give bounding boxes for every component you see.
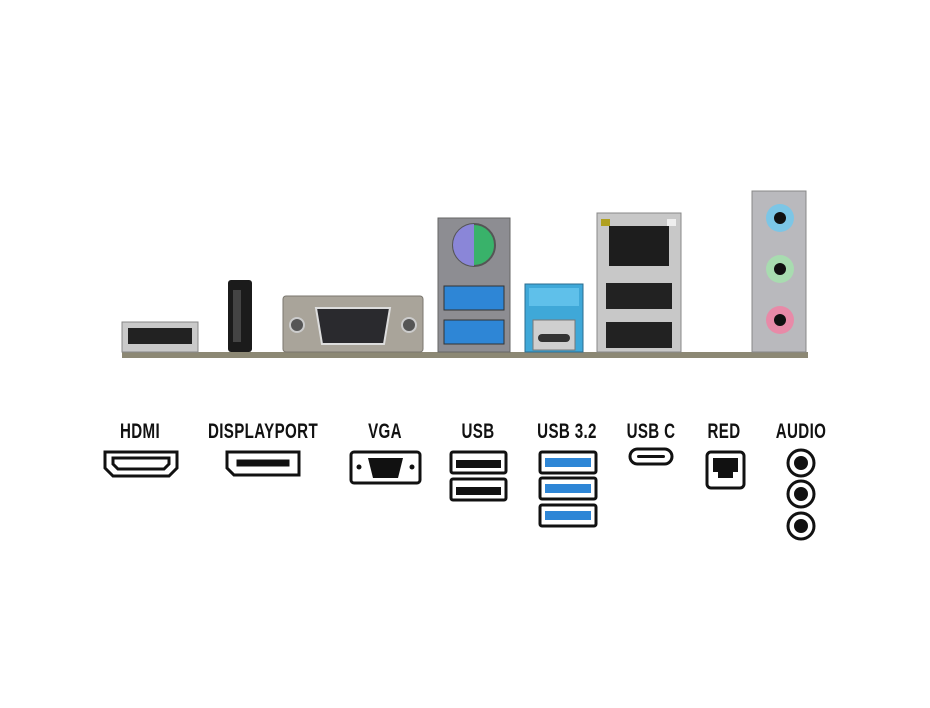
ethernet-icon: [705, 450, 746, 490]
usb32-usbc-stack: [524, 283, 584, 353]
label-hdmi: HDMI: [119, 420, 161, 443]
audio-jacks: [751, 190, 807, 353]
label-usb32: USB 3.2: [537, 420, 597, 443]
hdmi-port: [228, 280, 252, 352]
label-usbc: USB C: [626, 420, 676, 443]
vga-icon: [349, 450, 422, 485]
displayport-port: [121, 321, 199, 353]
label-vga: VGA: [368, 420, 402, 443]
vga-port: [282, 295, 424, 353]
usbc-icon: [628, 447, 674, 466]
hdmi-icon: [103, 450, 179, 478]
displayport-icon: [225, 450, 301, 477]
label-audio: AUDIO: [775, 420, 827, 443]
label-red: RED: [707, 420, 741, 443]
label-displayport: DISPLAYPORT: [207, 420, 319, 443]
ps2-usb-stack: [437, 217, 511, 353]
label-usb: USB: [461, 420, 495, 443]
audio-icon: [786, 448, 816, 541]
board-edge: [122, 352, 808, 358]
usb-icon: [449, 450, 508, 502]
usb32-icon: [538, 450, 598, 528]
lan-usb-stack: [596, 212, 682, 353]
